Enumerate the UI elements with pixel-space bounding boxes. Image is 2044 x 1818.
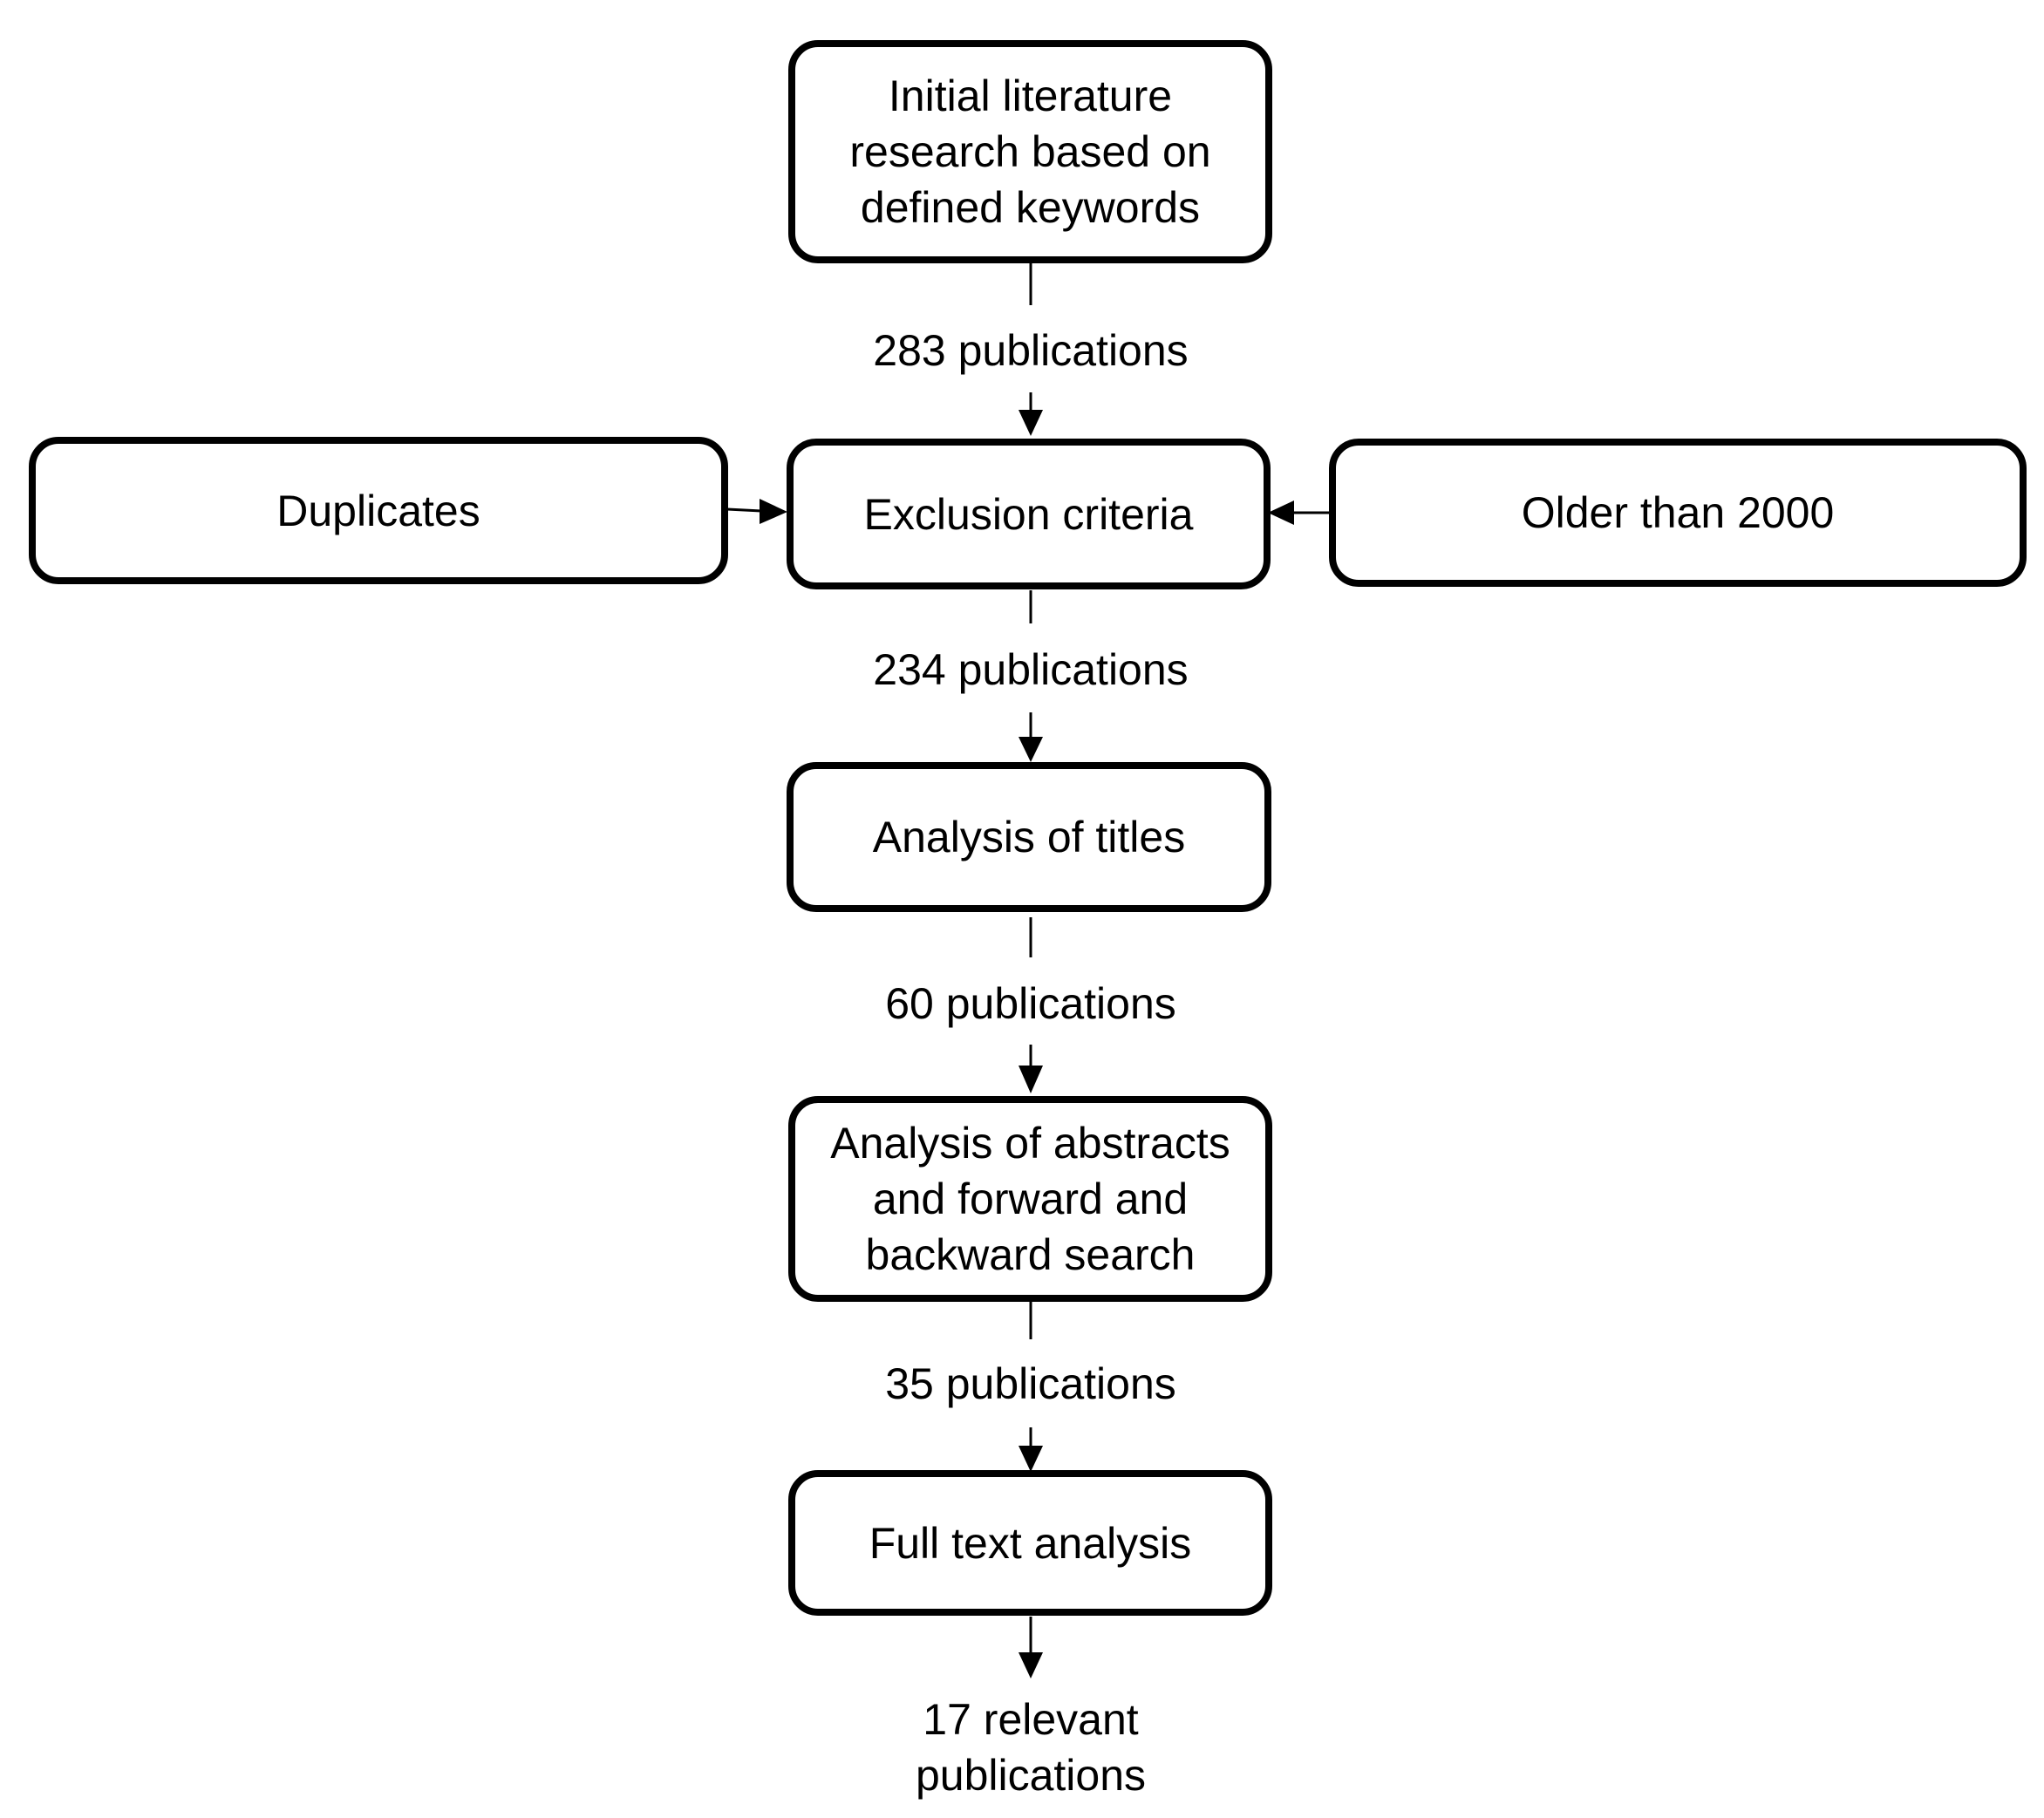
label-17-relevant-publications: 17 relevant publications [813, 1692, 1249, 1803]
arrowhead-abstracts [1019, 1066, 1043, 1093]
arrow-duplicates [726, 507, 762, 513]
node-initial-search: Initial literature research based on def… [788, 40, 1272, 263]
label-60-publications: 60 publications [813, 976, 1249, 1032]
node-duplicates: Duplicates [29, 437, 728, 584]
arrowhead-titles [1019, 737, 1043, 762]
node-analysis-of-abstracts: Analysis of abstracts and forward and ba… [788, 1096, 1272, 1302]
node-analysis-of-titles: Analysis of titles [787, 762, 1271, 912]
node-older-than-2000: Older than 2000 [1329, 439, 2027, 587]
arrowhead-fulltext [1019, 1446, 1043, 1472]
label-234-publications: 234 publications [813, 642, 1249, 698]
label-283-publications: 283 publications [813, 323, 1249, 378]
label-35-publications: 35 publications [813, 1356, 1249, 1412]
node-exclusion-criteria: Exclusion criteria [787, 439, 1271, 589]
arrowhead-result [1019, 1652, 1043, 1678]
arrowhead-duplicates [760, 499, 787, 524]
arrowhead-older [1268, 500, 1294, 525]
node-full-text-analysis: Full text analysis [788, 1470, 1272, 1616]
arrowhead-exclusion [1019, 410, 1043, 436]
